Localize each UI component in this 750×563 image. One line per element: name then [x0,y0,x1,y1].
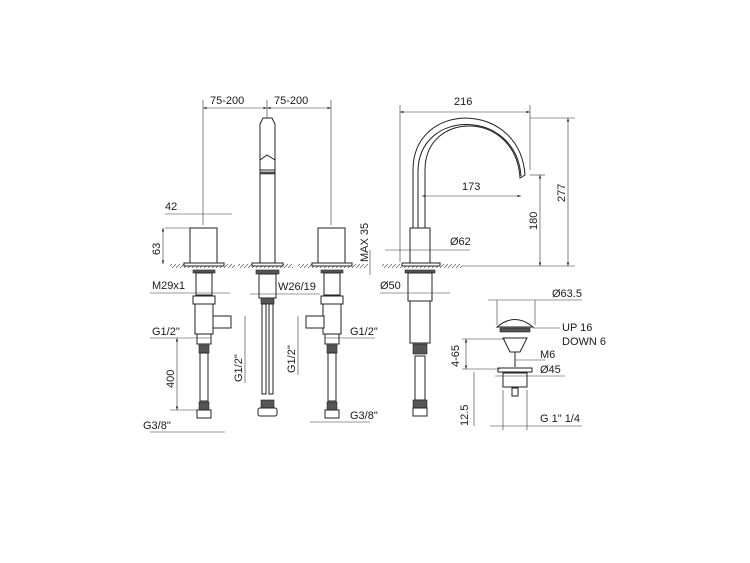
label-handle-height: 63 [151,243,163,255]
label-dia-50: Ø50 [380,280,401,292]
label-g38-left: G3/8" [143,420,171,432]
label-spout-height: 277 [556,184,568,202]
spout [401,117,526,417]
label-dia-63-5: Ø63.5 [552,288,582,300]
hand-shower [251,117,284,417]
left-valve [183,227,232,419]
label-dia-45: Ø45 [540,364,561,376]
label-g12-left: G1/2" [152,326,180,338]
label-g12-rot-b: G1/2" [286,345,298,373]
label-spacing-right: 75-200 [274,95,308,107]
pop-up-drain [495,319,535,397]
label-up: UP 16 [562,322,592,334]
dimension-lines [150,100,582,433]
dimension-labels: 75-200 75-200 42 63 MAX 35 M29x1 W26/19 … [143,95,606,432]
label-hose-length: 400 [165,370,177,388]
label-spout-reach: 173 [462,181,480,193]
label-spout-width: 216 [454,96,472,108]
label-dia-62: Ø62 [450,236,471,248]
label-12-5: 12.5 [459,405,471,426]
label-g38-right: G3/8" [350,410,378,422]
label-g12-rot-a: G1/2" [233,354,245,382]
label-spout-clearance: 180 [528,212,540,230]
label-m6: M6 [540,349,555,361]
label-down: DOWN 6 [562,336,606,348]
label-max-deck: MAX 35 [359,223,371,262]
right-valve [305,227,353,419]
label-g114: G 1" 1/4 [540,413,580,425]
label-wrench: W26/19 [278,281,316,293]
label-m29x1: M29x1 [152,280,185,292]
label-handle-width: 42 [165,201,177,213]
label-spacing-left: 75-200 [210,95,244,107]
label-range-4-65: 4-65 [450,345,462,367]
label-g12-right: G1/2" [350,326,378,338]
